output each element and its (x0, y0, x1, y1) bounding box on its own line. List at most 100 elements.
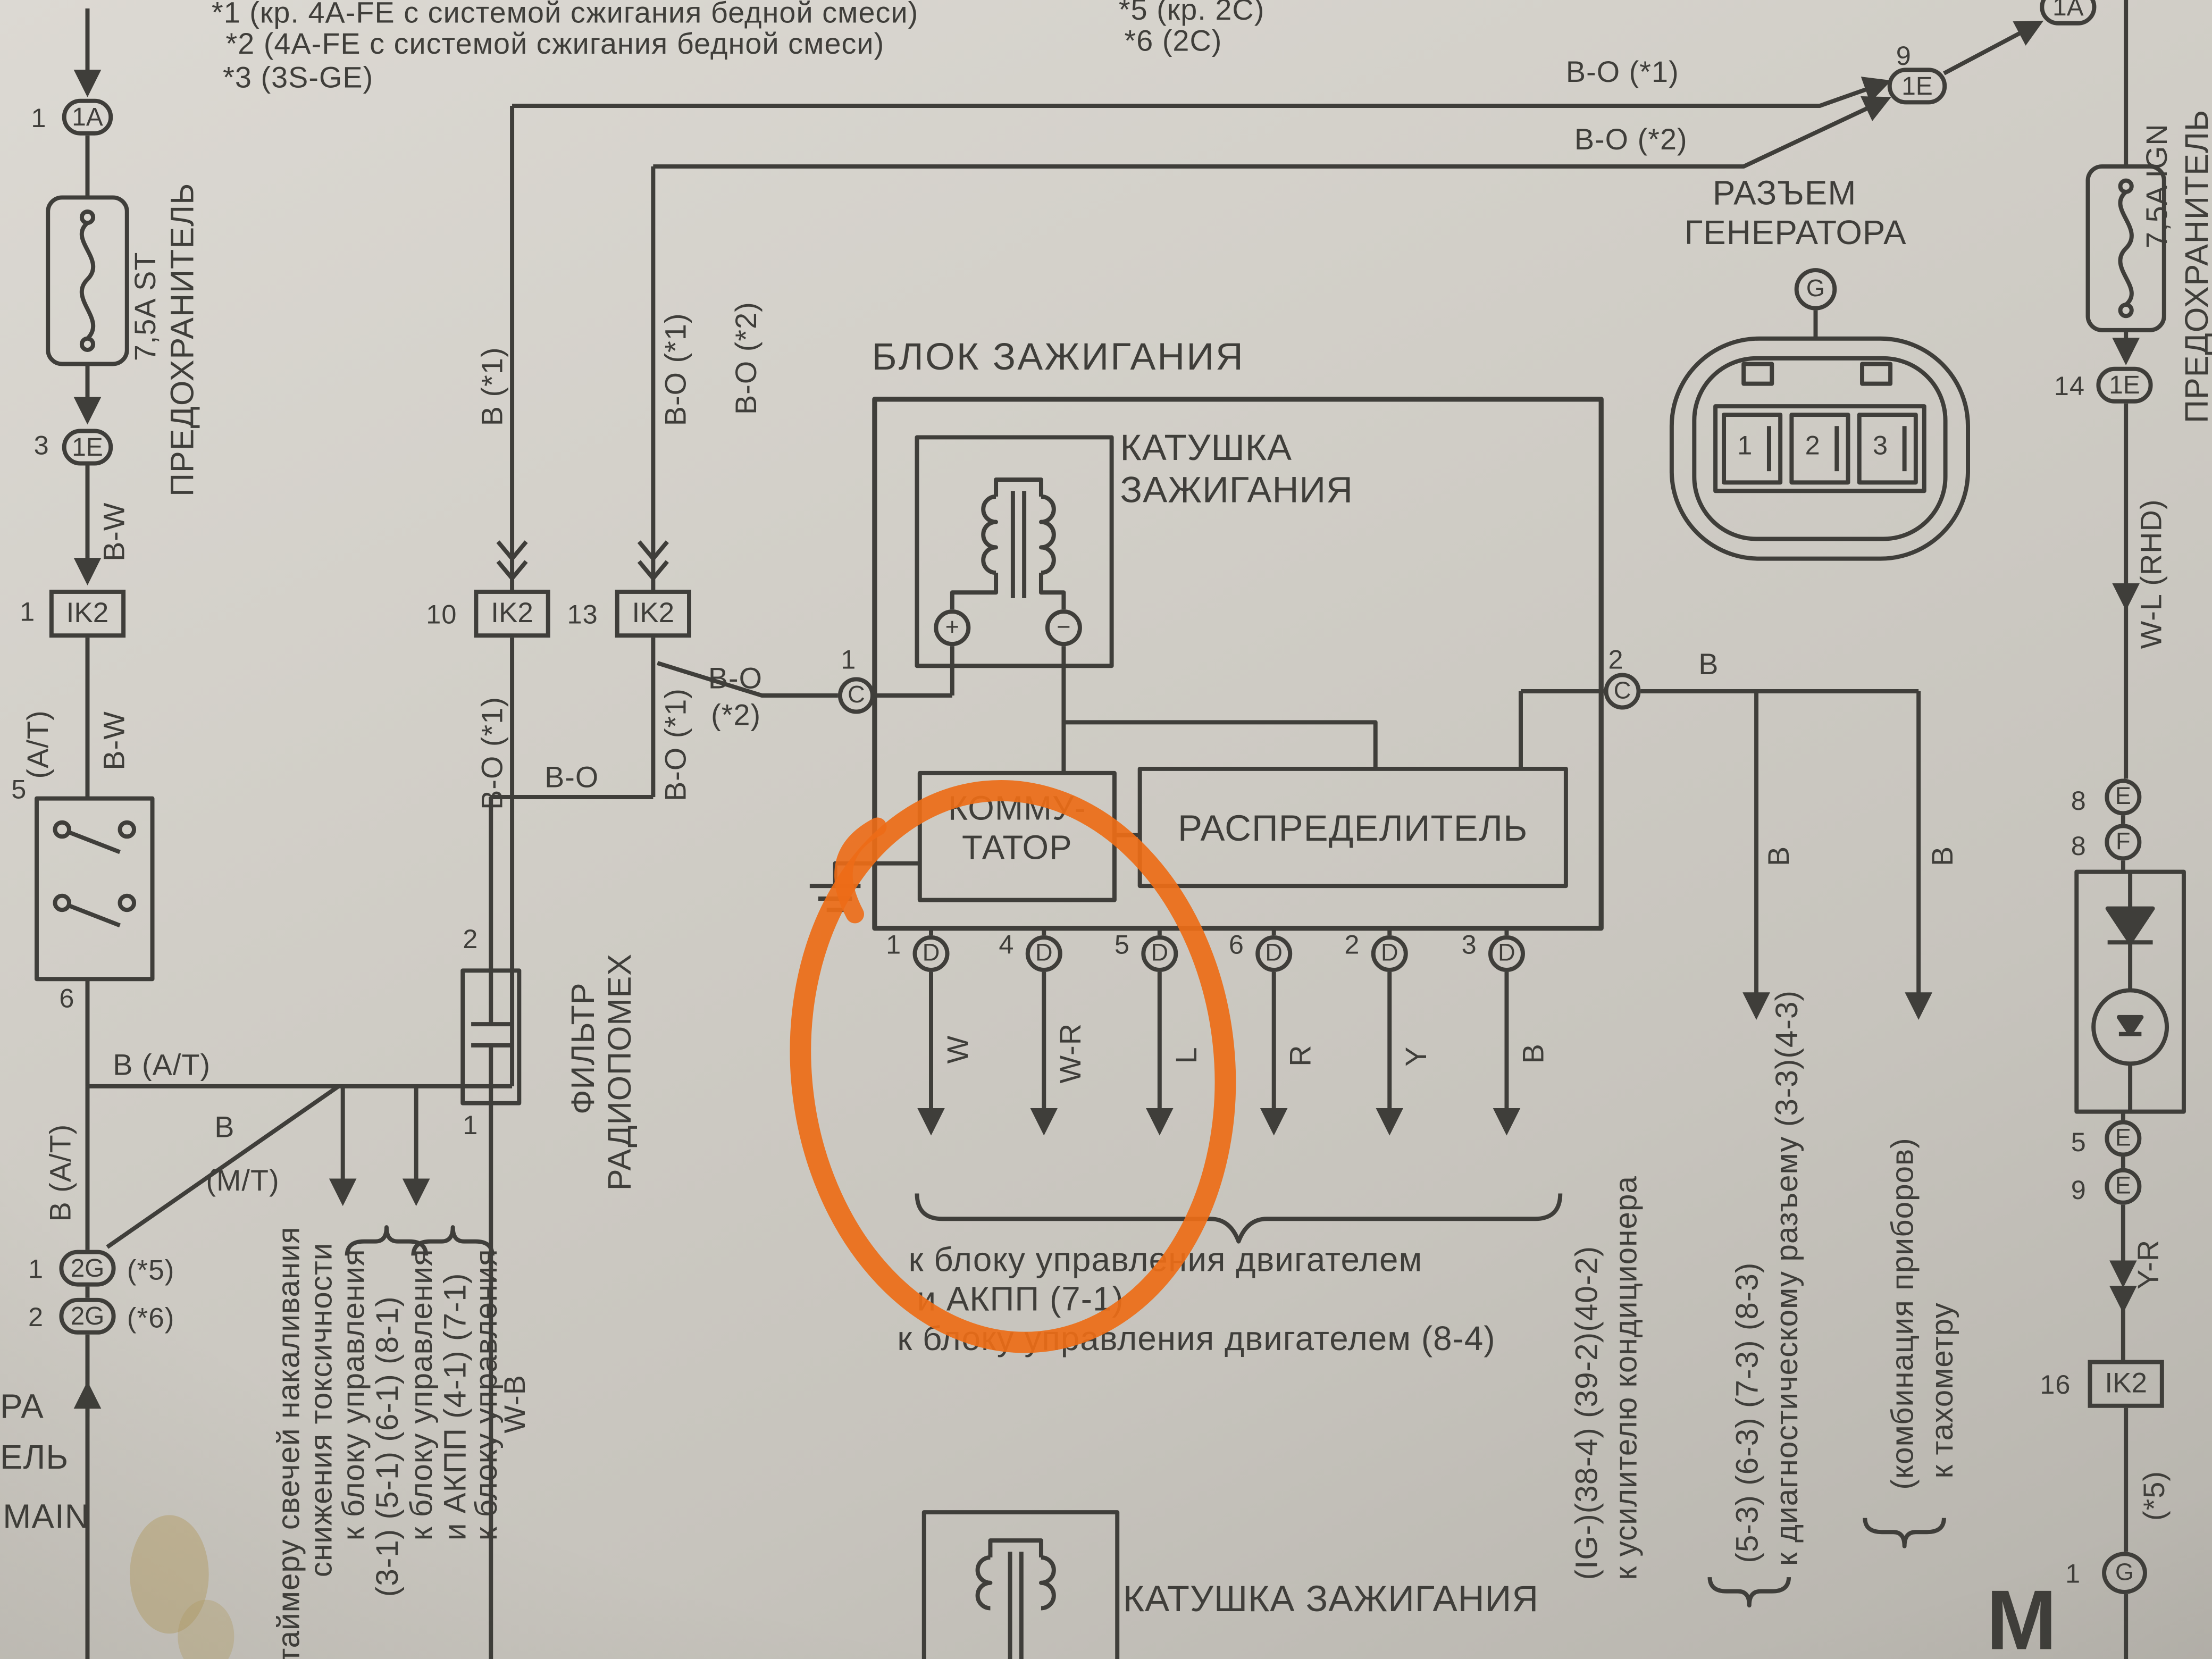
edge-text-2: ЕЛЬ (0, 1439, 69, 1477)
connector-ik2-left: IK2 (49, 589, 126, 638)
connector-1e-right: 1E (2096, 366, 2153, 404)
generator-slot-2: 2 (1805, 431, 1821, 462)
fuse-right-rating: 7,5A IGN (2141, 123, 2174, 248)
edge-text-1: РА (0, 1388, 44, 1427)
left-rail-wires (34, 8, 513, 1659)
connector-1e-left: 1E (62, 429, 113, 466)
wire-mt-note: (M/T) (206, 1165, 280, 1198)
callout-ac-refs: (IG-)(38-4) (39-2)(40-2) (1569, 1245, 1604, 1580)
ik2-13-number: 13 (567, 601, 598, 631)
letter-m-partial: M (1986, 1573, 2057, 1659)
left-1e-number: 3 (33, 431, 49, 462)
left-2g1-number: 1 (28, 1255, 44, 1285)
wire-label-b1-top: B (*1) (476, 347, 509, 426)
pin-d1-number: 1 (886, 931, 902, 961)
wire-at-label: (A/T) (22, 710, 55, 779)
pin-d4-number: 4 (999, 931, 1015, 961)
wire-b-branch-1: B (1763, 845, 1796, 866)
pin-c2-wire: B (1698, 649, 1719, 682)
wire-label-bo2: B-O (*2) (1574, 124, 1688, 157)
callout-tach-cluster: (комбинация приборов) (1884, 1137, 1920, 1490)
callout-ecu-2: к блоку управления (403, 1249, 439, 1541)
generator-pin-g: G (1794, 268, 1837, 311)
bottom-coil-title: КАТУШКА ЗАЖИГАНИЯ (1122, 1577, 1539, 1620)
callout-emission-1: к блоку управления (336, 1249, 371, 1541)
pin-d4: D (1025, 935, 1062, 972)
paper-stains (130, 1515, 234, 1659)
callout-ecu-refs: (3-1) (5-1) (6-1) (8-1) (370, 1296, 405, 1597)
callout-ac-amplifier: к усилителю кондиционера (1608, 1175, 1644, 1580)
ignition-block-title: БЛОК ЗАЖИГАНИЯ (872, 336, 1245, 379)
wire-b-branch-2: B (1927, 845, 1960, 866)
pin-d6: D (1255, 935, 1293, 972)
ik2-10-number: 10 (426, 601, 457, 631)
coil-label-2: ЗАЖИГАНИЯ (1120, 468, 1353, 511)
pin-d1: D (912, 935, 950, 972)
pin-c1: C (837, 677, 875, 714)
pin-d3-number: 3 (1461, 931, 1477, 961)
connector-1a-left: 1A (62, 98, 113, 136)
callout-braces (345, 1225, 1946, 1608)
callout-ecu-line2: и АКПП (7-1) (917, 1280, 1124, 1319)
wire-bw-lower: B-W (98, 711, 131, 770)
wire-label-bo1: B-O (*1) (1565, 56, 1679, 89)
pin-c2: C (1604, 673, 1641, 710)
mid-left-wires (460, 638, 838, 1659)
filter-name-1: ФИЛЬТР (564, 982, 601, 1115)
generator-title-1: РАЗЪЕМ (1712, 174, 1857, 213)
pin-c1-wire-note: (*2) (711, 699, 761, 732)
wire-label-bo2-vert: B-O (*2) (731, 301, 764, 415)
bottom-coil (921, 1510, 1120, 1659)
pin-8f-number: 8 (2071, 832, 2087, 862)
callout-ecu-line1: к блоку управления двигателем (908, 1241, 1423, 1280)
note-2g2: (*6) (127, 1303, 175, 1335)
callout-glow-timer: к таймеру свечей накаливания (271, 1226, 306, 1659)
fuse-left-rating: 7,5A ST (130, 252, 163, 362)
wire-d6: R (1285, 1044, 1318, 1067)
wire-d4: W-R (1055, 1023, 1088, 1084)
wire-b-at-vertical: B (A/T) (45, 1124, 78, 1222)
wire-d2: Y (1401, 1046, 1434, 1067)
connector-ik2-16: IK2 (2088, 1360, 2164, 1408)
connector-ik2-10: IK2 (474, 589, 550, 638)
pin-d5-number: 5 (1114, 931, 1130, 961)
relay-pin5: 5 (11, 776, 27, 806)
connector-2g-1: 2G (59, 1250, 116, 1287)
footnote-6: *6 (2C) (1124, 25, 1222, 58)
coil-label-1: КАТУШКА (1120, 426, 1293, 468)
coil-plus-terminal: + (934, 609, 971, 647)
generator-slot-3: 3 (1872, 431, 1889, 462)
callout-diag-connector: к диагностическому разъему (3-3)(4-3) (1769, 990, 1805, 1566)
pin-c1-number: 1 (841, 646, 857, 676)
pin-e-9: E (2105, 1168, 2142, 1205)
pin-9e-number: 9 (2071, 1176, 2087, 1206)
connector-1g: G (2102, 1552, 2147, 1594)
footnote-2: *2 (4A-FE с системой сжигания бедной сме… (225, 28, 885, 61)
pin-e-5: E (2105, 1120, 2142, 1157)
pin-d3: D (1488, 935, 1525, 972)
pin-d6-number: 6 (1228, 931, 1244, 961)
footnote-5: *5 (кр. 2C) (1118, 0, 1265, 27)
callout-diag-refs: (5-3) (6-3) (7-3) (8-3) (1729, 1262, 1765, 1563)
edge-text-3: MAIN (3, 1498, 90, 1537)
callout-emission-2: снижения токсичности (303, 1242, 339, 1578)
node9-number: 9 (1896, 42, 1912, 72)
top-wires (496, 20, 2044, 590)
connector-ik2-13: IK2 (615, 589, 691, 638)
right-rail-wires (2074, 0, 2186, 1659)
note-2g1: (*5) (127, 1255, 175, 1287)
commutator-label-2: ТАТОР (962, 829, 1073, 868)
filter-pin-2: 2 (463, 925, 479, 956)
distributor-label: РАСПРЕДЕЛИТЕЛЬ (1178, 807, 1528, 850)
wire-bw-upper: B-W (98, 502, 131, 562)
pin-5e-number: 5 (2071, 1128, 2087, 1159)
pin-e-upper: E (2105, 778, 2142, 816)
generator-connector (1669, 310, 1970, 561)
relay-pin6: 6 (59, 984, 75, 1015)
wire-label-wl-rhd: W-L (RHD) (2135, 499, 2168, 649)
footnote-3: *3 (3S-GE) (223, 62, 374, 95)
callout-ecu-3: к блоку управления (468, 1249, 504, 1541)
wire-d1: W (942, 1035, 975, 1064)
connector-1e-top: 1E (1887, 68, 1947, 105)
commutator-label-1: КОММУ- (948, 790, 1086, 828)
